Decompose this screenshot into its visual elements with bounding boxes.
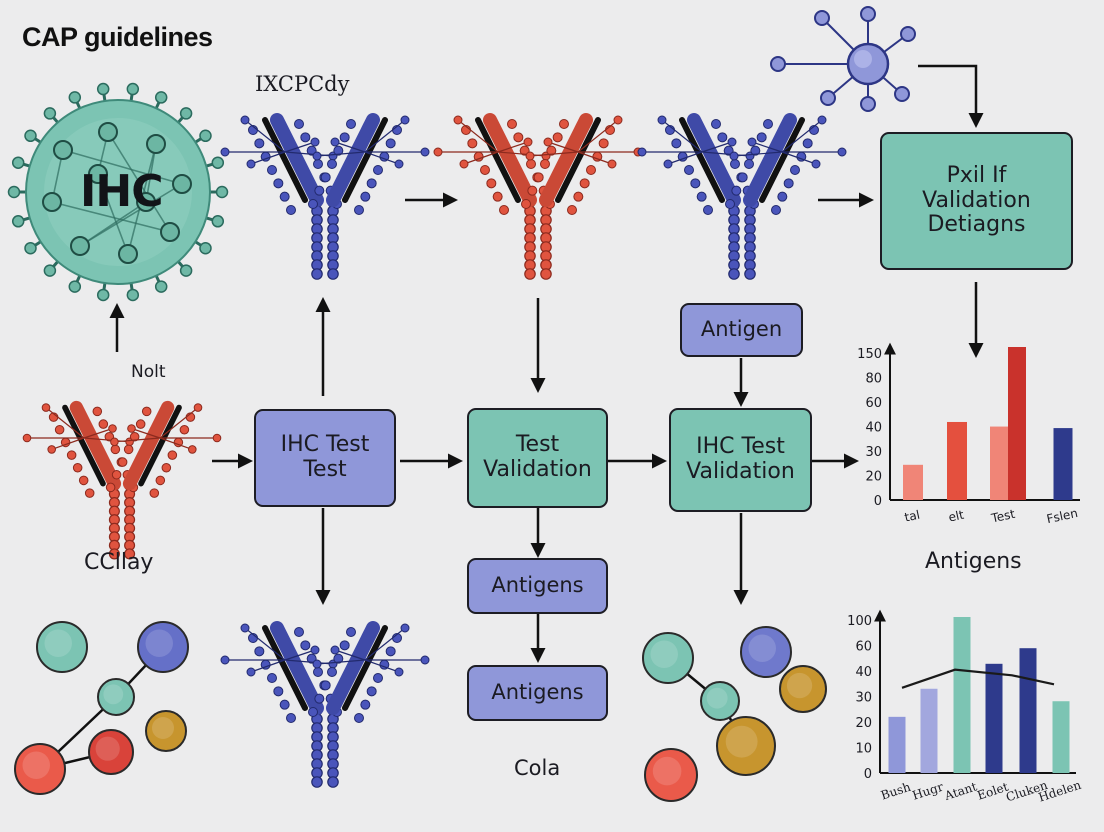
circle-cluster-right-icon bbox=[642, 626, 827, 802]
arrow-note-label: Nolt bbox=[131, 362, 166, 382]
pxil-validation-box: Pxil If Validation Detiagns bbox=[880, 132, 1073, 270]
flow-arrows bbox=[109, 64, 984, 663]
chart2-ytick: 0 bbox=[864, 767, 872, 782]
antibody-icon-red-left bbox=[22, 400, 222, 560]
chart2-xtick: Bush bbox=[879, 780, 913, 803]
ihc-test-validation-box: IHC Test Validation bbox=[669, 408, 812, 512]
chart1-caption: Antigens bbox=[925, 549, 1022, 574]
chart-top-right: 0 20 30 40 60 80 150 tal elt Test Fslen bbox=[857, 342, 1080, 526]
chart1-xtick: elt bbox=[947, 508, 965, 525]
chart2-trend-line bbox=[901, 668, 1055, 689]
chart2-bar bbox=[1019, 648, 1037, 773]
pxil-box-line-3: Detiagns bbox=[927, 212, 1026, 238]
chart2-ytick: 100 bbox=[847, 614, 872, 629]
antigens-box-2-label: Antigens bbox=[491, 680, 584, 705]
chart1-bar bbox=[947, 421, 967, 500]
chart2-bar bbox=[920, 688, 938, 773]
ihc-test-validation-box-line-2: Validation bbox=[686, 459, 795, 484]
antigen-box-top-label: Antigen bbox=[700, 317, 783, 342]
chart2-bar bbox=[888, 716, 906, 773]
chart1-ytick: 0 bbox=[874, 494, 882, 509]
top-antibody-label: IXCPCdy bbox=[255, 72, 350, 96]
chart1-ytick: 80 bbox=[865, 372, 882, 387]
chart-bottom-right: 01020304060100BushHugrAtantEoletClukenHd… bbox=[847, 609, 1083, 805]
pxil-box-line-1: Pxil If bbox=[946, 163, 1007, 189]
chart2-ytick: 20 bbox=[855, 716, 872, 731]
ihc-cell-icon bbox=[7, 82, 229, 302]
chart2-xtick: Hugr bbox=[911, 780, 946, 803]
ihc-test-validation-box-line-1: IHC Test bbox=[696, 434, 785, 460]
chart2-ytick: 60 bbox=[855, 640, 872, 655]
test-validation-box-line-1: Test bbox=[515, 432, 560, 458]
page-title: CAP guidelines bbox=[22, 22, 213, 52]
chart2-bar bbox=[953, 617, 971, 773]
chart1-ytick: 60 bbox=[865, 396, 882, 411]
ihc-test-box: IHC Test Test bbox=[254, 409, 396, 507]
chart2-bar bbox=[1052, 701, 1070, 773]
test-validation-box-line-2: Validation bbox=[483, 457, 592, 482]
bottom-center-label: Cola bbox=[514, 756, 561, 780]
antigens-box-1: Antigens bbox=[467, 558, 608, 614]
chart1-bar bbox=[1053, 428, 1073, 500]
chart1-bar bbox=[1008, 347, 1026, 500]
test-validation-box: Test Validation bbox=[467, 408, 608, 508]
chart1-ytick: 40 bbox=[865, 421, 882, 436]
chart1-xtick: tal bbox=[903, 508, 921, 525]
chart1-ytick: 30 bbox=[865, 445, 882, 460]
ihc-cell-label: IHC bbox=[80, 166, 163, 217]
antibody-icon-blue-top-right bbox=[637, 113, 847, 280]
chart1-bar bbox=[903, 464, 923, 500]
chart2-ytick: 30 bbox=[855, 691, 872, 706]
molecule-icon bbox=[770, 6, 916, 112]
circle-cluster-left-icon bbox=[14, 621, 189, 795]
antibody-icon-blue-bottom bbox=[220, 621, 430, 788]
antigens-box-2: Antigens bbox=[467, 665, 608, 721]
left-antibody-label: CCllay bbox=[84, 550, 154, 575]
antibody-icon-red-top bbox=[433, 113, 643, 280]
chart1-bar bbox=[990, 426, 1008, 500]
chart2-ytick: 10 bbox=[855, 742, 872, 757]
chart1-ytick: 150 bbox=[857, 347, 882, 362]
antigens-box-1-label: Antigens bbox=[491, 573, 584, 598]
pxil-box-line-2: Validation bbox=[922, 187, 1031, 213]
ihc-test-box-line-1: IHC Test bbox=[280, 432, 370, 458]
chart1-xtick: Fslen bbox=[1045, 506, 1079, 526]
antigen-box-top: Antigen bbox=[680, 303, 803, 357]
chart1-ytick: 20 bbox=[865, 470, 882, 485]
ihc-test-box-line-2: Test bbox=[303, 457, 347, 482]
arrow-molecule-to-pxil bbox=[918, 64, 984, 128]
chart2-xtick: Atant bbox=[942, 779, 979, 803]
chart1-xtick: Test bbox=[989, 507, 1016, 526]
antibody-icon-blue-top bbox=[220, 113, 430, 280]
chart2-bar bbox=[985, 663, 1003, 773]
chart2-ytick: 40 bbox=[855, 665, 872, 680]
